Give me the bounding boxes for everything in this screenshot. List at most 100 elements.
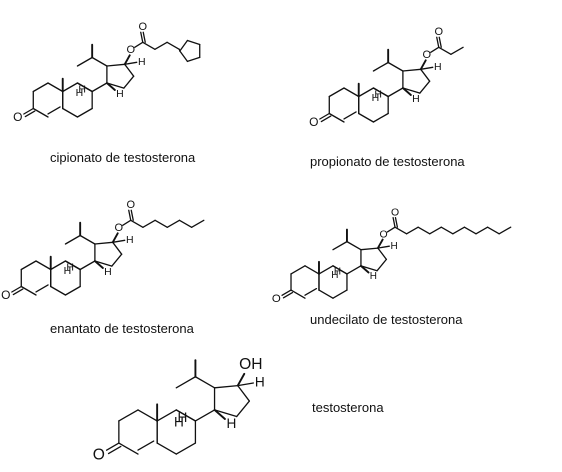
bond	[107, 445, 122, 455]
bond	[175, 442, 197, 455]
chain-bond	[429, 226, 442, 235]
bond	[281, 289, 292, 296]
h-c17-label: H	[434, 61, 442, 73]
bond	[346, 265, 362, 275]
cyclopentyl-bond	[179, 50, 189, 63]
c17-h-bond	[124, 61, 138, 65]
cyclopentyl-bond	[186, 39, 201, 46]
bond	[319, 112, 330, 120]
h-c8-label: H	[374, 88, 382, 100]
bond	[213, 384, 239, 389]
bond	[332, 289, 348, 299]
double-bond	[304, 287, 318, 296]
bond	[387, 87, 404, 98]
bond	[137, 409, 158, 422]
chain-bond	[166, 41, 180, 50]
bond	[106, 63, 126, 67]
chain-bond	[450, 46, 464, 55]
bond	[420, 68, 431, 82]
h-c17-label: H	[255, 375, 265, 390]
bond	[12, 288, 24, 296]
cyclopentyl-bond	[179, 39, 189, 52]
bond	[419, 80, 431, 94]
h-c14-bond	[105, 82, 116, 91]
bond	[436, 36, 440, 48]
double-bond	[35, 284, 49, 293]
c17-o-bond	[111, 232, 119, 244]
bond	[387, 61, 404, 72]
bond	[438, 36, 442, 48]
caption-propionato: propionato de testosterona	[310, 154, 465, 169]
double-bond	[343, 111, 357, 120]
carbonyl-oxygen-label: O	[434, 26, 443, 38]
bond	[32, 107, 49, 118]
bond	[128, 209, 132, 221]
bond	[328, 112, 345, 123]
bond	[346, 240, 362, 251]
chain-bond	[154, 41, 168, 50]
double-bond	[47, 106, 61, 115]
h-c17-label: H	[390, 241, 397, 252]
bond	[24, 110, 36, 118]
ketone-oxygen-label: O	[272, 293, 281, 305]
bond	[118, 442, 139, 455]
bond	[394, 217, 399, 228]
bond	[106, 82, 125, 89]
bond	[194, 409, 216, 422]
bond	[392, 217, 396, 228]
bond	[320, 115, 332, 123]
bond	[79, 260, 96, 271]
bond	[50, 260, 67, 271]
bond	[76, 107, 93, 118]
ester-oxygen-label: O	[114, 222, 123, 234]
bond	[64, 260, 81, 271]
bond	[372, 61, 389, 72]
c17-h-bond	[377, 245, 390, 249]
bond	[290, 265, 306, 275]
c17-o-bond	[419, 59, 427, 71]
chain-bond	[142, 41, 156, 50]
bond	[402, 87, 421, 94]
c17-o-bond	[236, 372, 246, 387]
bond	[50, 285, 67, 296]
bond	[35, 260, 52, 271]
bond	[332, 265, 348, 275]
bond	[318, 289, 334, 299]
bond	[194, 376, 216, 389]
carbonyl-oxygen-label: O	[126, 199, 135, 211]
h-c9-label: H	[64, 265, 72, 277]
h-c8-label: H	[78, 83, 86, 95]
bond	[360, 265, 378, 272]
bond	[142, 31, 146, 43]
bond	[376, 258, 388, 272]
h-c8-label: H	[66, 261, 74, 273]
bond	[76, 56, 93, 67]
bond	[124, 63, 135, 77]
c17-h-bond	[237, 382, 255, 387]
bond	[105, 442, 120, 451]
chain-bond	[405, 226, 419, 235]
h-c14-label: H	[227, 416, 237, 431]
bond	[360, 247, 379, 251]
bond	[156, 442, 177, 455]
chain-bond	[394, 226, 408, 235]
c17-h-bond	[420, 66, 434, 70]
bond	[358, 87, 375, 98]
bond	[304, 265, 320, 275]
bond	[20, 260, 37, 271]
ketone-oxygen-label: O	[309, 115, 318, 129]
chain-bond	[178, 219, 193, 228]
ketone-oxygen-label: O	[93, 447, 105, 464]
bond	[76, 82, 93, 93]
bond	[237, 384, 251, 402]
bond	[386, 226, 396, 233]
bond	[430, 46, 440, 53]
h-c8-label: H	[334, 267, 341, 278]
bond	[343, 87, 360, 98]
bond	[358, 112, 375, 123]
chain-bond	[417, 226, 431, 235]
bond	[20, 285, 37, 296]
c17-o-bond	[376, 238, 384, 250]
caption-testosterona: testosterona	[312, 400, 384, 415]
